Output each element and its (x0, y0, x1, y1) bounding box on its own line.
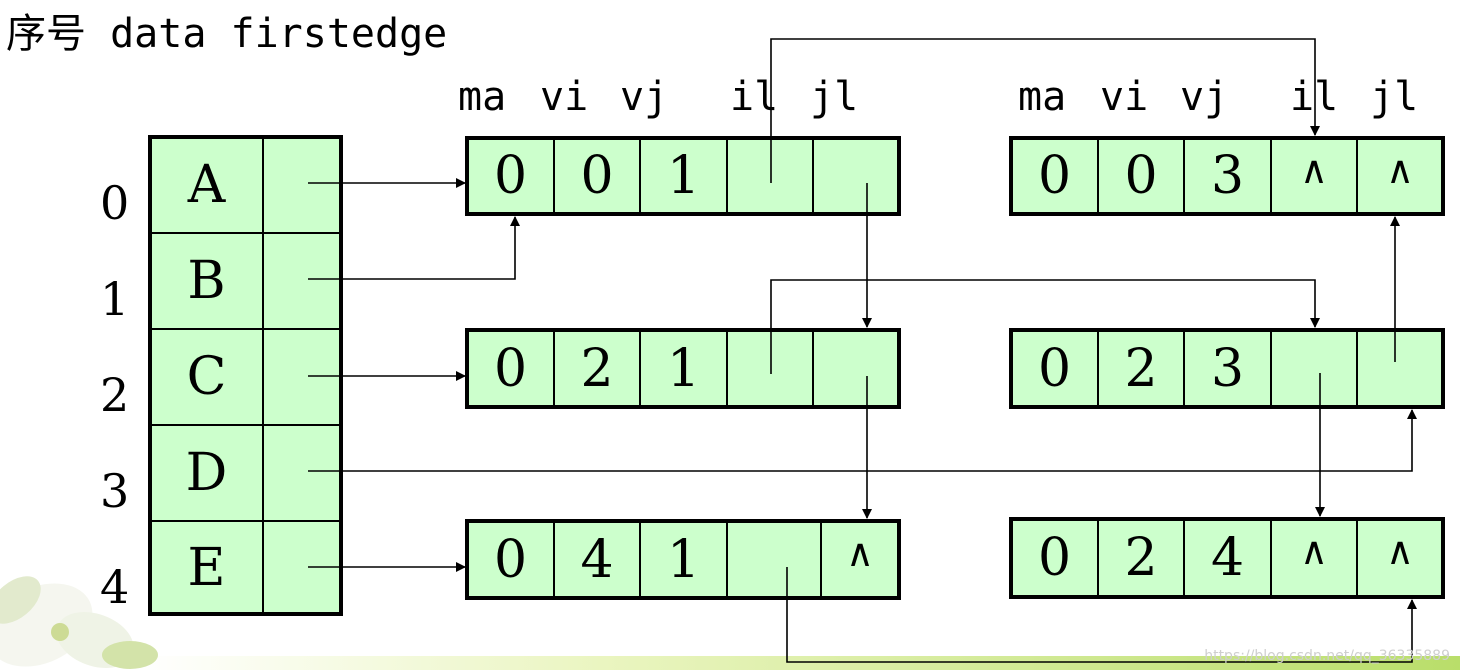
vertex-index-4: 4 (100, 560, 130, 614)
vertex-index-3: 3 (100, 464, 130, 518)
edge-4-1-vi: 4 (554, 521, 640, 598)
edge-0-1-ma: 0 (467, 138, 554, 214)
col-header-vj: vj (620, 74, 669, 120)
vertex-firstedge-c (263, 329, 341, 425)
vertex-firstedge-d (263, 425, 341, 521)
vertex-data-a: A (150, 137, 263, 233)
vertex-data-e: E (150, 521, 263, 614)
edge-0-3-il: ∧ (1271, 138, 1357, 214)
col-header-jl-right: jl (1370, 74, 1419, 120)
vertex-data-c: C (150, 329, 263, 425)
col-header-ma: ma (458, 74, 507, 120)
edge-2-4-jl: ∧ (1357, 519, 1443, 597)
edge-2-3-il (1271, 330, 1357, 407)
edge-0-3-ma: 0 (1011, 138, 1098, 214)
col-header-ma-right: ma (1018, 74, 1067, 120)
edge-2-3-vi: 2 (1098, 330, 1184, 407)
edge-4-1-il (727, 521, 821, 598)
edge-node-borders (465, 136, 1445, 600)
decorative-footer-band (140, 656, 1460, 670)
edge-0-1-vj: 1 (640, 138, 727, 214)
edge-0-1-vi: 0 (554, 138, 640, 214)
edge-0-1-il (727, 138, 813, 214)
watermark-text: https://blog.csdn.net/qq_36335889 (1204, 648, 1450, 664)
vertex-firstedge-b (263, 233, 341, 329)
arrow-e21-il-to-e23 (770, 279, 1320, 374)
edge-2-4-il: ∧ (1271, 519, 1357, 597)
col-header-il-right: il (1290, 74, 1339, 120)
arrow-e41-il-to-e24 (786, 567, 1417, 663)
edge-0-3-vj: 3 (1184, 138, 1271, 214)
page-title: 序号 data firstedge (6, 11, 448, 57)
edge-0-3-vi: 0 (1098, 138, 1184, 214)
vertex-data-d: D (150, 425, 263, 521)
edge-2-1-jl (813, 330, 899, 407)
edge-2-4-ma: 0 (1011, 519, 1098, 597)
edge-0-1-jl (813, 138, 899, 214)
vertex-firstedge-a (263, 137, 341, 233)
col-header-jl: jl (810, 74, 859, 120)
edge-4-1-jl: ∧ (821, 521, 899, 598)
arrow-d-to-e23 (308, 409, 1417, 472)
vertex-data-b: B (150, 233, 263, 329)
vertex-index-0: 0 (100, 176, 130, 230)
col-header-vj-right: vj (1180, 74, 1229, 120)
edge-2-3-vj: 3 (1184, 330, 1271, 407)
edge-2-4-vi: 2 (1098, 519, 1184, 597)
flower-decoration-icon (0, 576, 158, 669)
edge-2-4-vj: 4 (1184, 519, 1271, 597)
edge-2-3-jl (1357, 330, 1443, 407)
edge-0-3-jl: ∧ (1357, 138, 1443, 214)
edge-2-3-ma: 0 (1011, 330, 1098, 407)
col-header-vi: vi (540, 74, 589, 120)
arrow-b-to-e01 (308, 216, 520, 280)
edge-2-1-il (727, 330, 813, 407)
vertex-index-1: 1 (100, 272, 130, 326)
edge-4-1-ma: 0 (467, 521, 554, 598)
vertex-index-2: 2 (100, 368, 130, 422)
edge-2-1-vj: 1 (640, 330, 727, 407)
arrow-e01-il-to-e03 (770, 38, 1320, 183)
edge-4-1-vj: 1 (640, 521, 727, 598)
edge-2-1-vi: 2 (554, 330, 640, 407)
edge-2-1-ma: 0 (467, 330, 554, 407)
col-header-il: il (730, 74, 779, 120)
col-header-vi-right: vi (1100, 74, 1149, 120)
